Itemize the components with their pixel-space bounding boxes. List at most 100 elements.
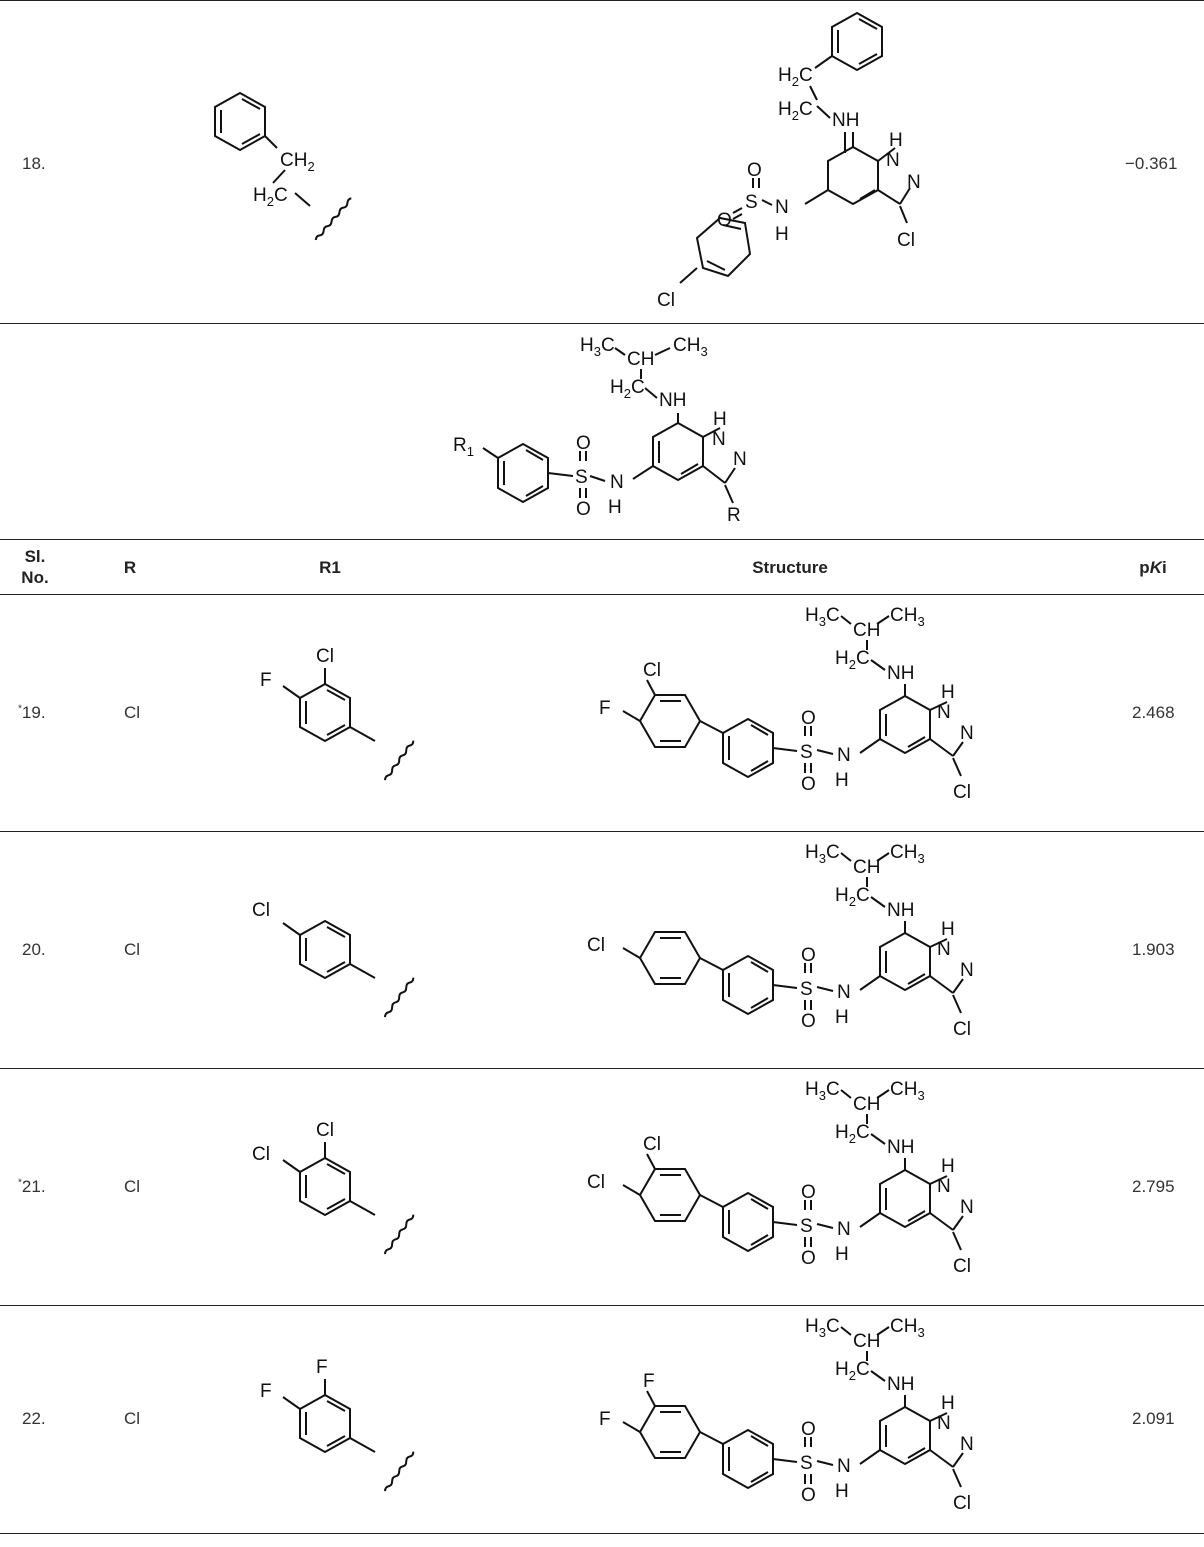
svg-text:N: N <box>712 429 726 450</box>
row-20-bottom-rule <box>0 1068 1204 1069</box>
svg-text:NH: NH <box>887 1137 914 1158</box>
row-19-sl-value: 19. <box>21 702 46 722</box>
svg-text:O: O <box>801 1182 816 1203</box>
svg-text:N: N <box>960 1197 974 1218</box>
svg-text:N: N <box>907 172 921 193</box>
header-pki-i: i <box>1161 558 1167 577</box>
svg-text:N: N <box>937 1176 951 1197</box>
svg-text:Cl: Cl <box>953 1019 971 1040</box>
header-pki: pKi <box>1128 558 1178 578</box>
svg-text:O: O <box>801 774 816 795</box>
header-pki-p: p <box>1139 558 1150 577</box>
svg-text:O: O <box>801 1485 816 1506</box>
row-20-r1-sub-b: Cl <box>252 900 270 921</box>
h2c-label: H2C <box>253 185 288 209</box>
svg-text:N: N <box>937 1413 951 1434</box>
svg-text:H: H <box>713 409 727 430</box>
ch2-label-a: CH2 <box>280 150 315 174</box>
row-22-pki: 2.091 <box>1132 1409 1175 1428</box>
svg-text:N: N <box>775 197 789 218</box>
svg-text:CH: CH <box>627 349 654 370</box>
row-22-r1-sub-a: F <box>316 1357 328 1378</box>
row-22-sl-no: 22. <box>22 1409 46 1429</box>
svg-text:NH: NH <box>832 110 859 131</box>
table-top-rule <box>0 0 1204 1</box>
svg-text:H2C: H2C <box>835 1359 870 1383</box>
row-19-star: * <box>18 702 22 714</box>
svg-text:Cl: Cl <box>953 782 971 803</box>
svg-text:H: H <box>889 130 903 151</box>
svg-text:N: N <box>960 960 974 981</box>
row-20-r1-fragment: Cl <box>252 900 415 1018</box>
svg-text:O: O <box>576 499 591 520</box>
row-22-bottom-rule <box>0 1533 1204 1534</box>
row-18-bottom-rule <box>0 323 1204 324</box>
svg-text:CH: CH <box>853 1331 880 1352</box>
svg-text:H: H <box>775 224 789 245</box>
header-sl-no-line1: Sl. <box>24 547 46 566</box>
svg-text:H3C: H3C <box>805 605 840 629</box>
svg-text:NH: NH <box>659 390 686 411</box>
svg-text:NH: NH <box>887 1374 914 1395</box>
svg-text:Cl: Cl <box>953 1493 971 1514</box>
svg-text:CH3: CH3 <box>673 335 708 359</box>
row-19-r: Cl <box>124 702 141 722</box>
svg-text:N: N <box>960 723 974 744</box>
svg-text:H: H <box>835 1007 849 1028</box>
svg-text:CH: CH <box>853 1094 880 1115</box>
svg-text:H: H <box>941 1393 955 1414</box>
svg-text:CH3: CH3 <box>890 842 925 866</box>
row-21-r1-sub-b: Cl <box>252 1144 270 1165</box>
header-structure: Structure <box>752 558 828 577</box>
svg-text:H: H <box>835 770 849 791</box>
svg-text:H3C: H3C <box>580 335 615 359</box>
svg-text:S: S <box>800 979 813 1000</box>
svg-text:NH: NH <box>887 663 914 684</box>
header-top-rule <box>0 539 1204 540</box>
svg-text:H2C: H2C <box>835 1122 870 1146</box>
svg-text:H2C: H2C <box>778 65 813 89</box>
svg-text:S: S <box>745 192 758 213</box>
header-sl-no-line2: No. <box>21 568 49 587</box>
row-21-bottom-rule <box>0 1305 1204 1306</box>
svg-text:O: O <box>801 1248 816 1269</box>
svg-text:H2C: H2C <box>778 99 813 123</box>
row-18-sl-no: 18. <box>22 154 46 173</box>
row-19-bottom-rule <box>0 831 1204 832</box>
row-18-r1-fragment: CH2 H2C <box>214 91 352 241</box>
svg-text:CH3: CH3 <box>890 1316 925 1340</box>
header-bottom-rule <box>0 594 1204 595</box>
svg-text:H2C: H2C <box>835 648 870 672</box>
row-19-structure-sub-a: Cl <box>643 660 661 681</box>
row-21-r: Cl <box>124 1176 141 1196</box>
row-19-r1-sub-b: F <box>260 670 272 691</box>
svg-text:Cl: Cl <box>657 290 675 311</box>
svg-text:N: N <box>733 449 747 470</box>
row-19-pki: 2.468 <box>1132 702 1175 722</box>
svg-text:O: O <box>801 708 816 729</box>
svg-text:N: N <box>937 939 951 960</box>
svg-text:Cl: Cl <box>953 1256 971 1277</box>
row-20-r: Cl <box>124 939 141 959</box>
svg-text:N: N <box>837 982 851 1003</box>
row-21-structure-sub-b: Cl <box>587 1172 605 1193</box>
svg-text:Cl: Cl <box>897 230 915 251</box>
row-19-sl-no: *19. <box>18 703 46 723</box>
row-21-star: * <box>18 1176 22 1188</box>
svg-text:H2C: H2C <box>835 885 870 909</box>
svg-text:H: H <box>835 1244 849 1265</box>
row-19-r1-fragment: ClF <box>260 646 415 781</box>
svg-text:H: H <box>608 497 622 518</box>
svg-text:H: H <box>941 1156 955 1177</box>
svg-text:H: H <box>835 1481 849 1502</box>
svg-text:S: S <box>800 1453 813 1474</box>
row-21-pki: 2.795 <box>1132 1176 1175 1196</box>
svg-text:N: N <box>610 472 624 493</box>
svg-text:N: N <box>837 1219 851 1240</box>
row-20-sl-value: 20. <box>22 939 46 959</box>
svg-text:H3C: H3C <box>805 1316 840 1340</box>
row-21-sl-no: *21. <box>18 1177 46 1197</box>
